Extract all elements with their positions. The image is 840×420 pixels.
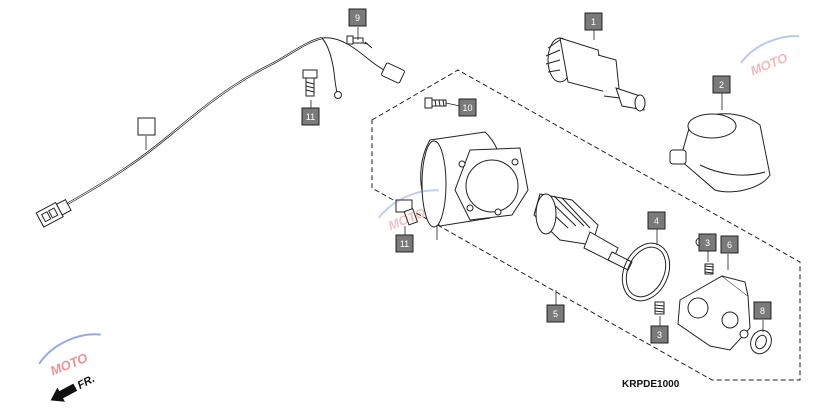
callout-label: 3 bbox=[657, 330, 662, 340]
callout-part-8: 8 bbox=[753, 301, 772, 320]
cover-2-drawing bbox=[669, 113, 771, 193]
watermark-text: MOTO bbox=[748, 50, 790, 78]
front-arrow-icon bbox=[50, 383, 78, 402]
callout-wire-harness bbox=[137, 117, 156, 136]
callout-part-1: 1 bbox=[584, 12, 603, 31]
callout-part-2: 2 bbox=[712, 75, 731, 94]
callout-part-4: 4 bbox=[647, 211, 666, 230]
diagram-code: KRPDE1000 bbox=[622, 379, 680, 390]
bolt-9-drawing bbox=[346, 35, 369, 45]
watermark-left: MOTO bbox=[38, 333, 101, 378]
callout-part-5: 5 bbox=[546, 304, 565, 323]
callout-label: 6 bbox=[727, 240, 732, 250]
washer-8-drawing bbox=[750, 329, 772, 355]
callout-label: 1 bbox=[591, 17, 596, 27]
brush-holder-6-drawing bbox=[677, 237, 751, 351]
bolt-11b-drawing bbox=[395, 199, 419, 226]
callout-label: 11 bbox=[306, 112, 315, 122]
spring-3a-drawing bbox=[704, 263, 714, 275]
starter-drive-1-drawing bbox=[545, 37, 646, 112]
callout-label: 3 bbox=[705, 238, 710, 248]
motor-yoke-drawing bbox=[420, 131, 529, 228]
front-arrow-label: FR. bbox=[76, 373, 97, 392]
watermark-text: MOTO bbox=[48, 350, 90, 378]
callout-part-3a: 3 bbox=[698, 233, 717, 252]
callout-label: 11 bbox=[400, 239, 409, 249]
callout-label: 5 bbox=[553, 309, 558, 319]
callout-label: 2 bbox=[719, 80, 724, 90]
callout-label: 8 bbox=[760, 306, 765, 316]
watermark-swoosh-icon bbox=[378, 189, 439, 219]
watermark-swoosh-icon bbox=[740, 35, 800, 64]
watermark-right: MOTO bbox=[740, 35, 800, 78]
callout-part-6: 6 bbox=[720, 235, 739, 254]
bolt-11a-drawing bbox=[302, 69, 318, 97]
bolt-10-drawing bbox=[424, 97, 447, 109]
callout-part-3b: 3 bbox=[650, 325, 669, 344]
spring-3b-drawing bbox=[654, 301, 665, 315]
watermark-swoosh-icon bbox=[38, 333, 101, 365]
callout-label: 10 bbox=[462, 103, 472, 113]
o-ring-4-drawing bbox=[621, 242, 671, 302]
callout-part-10: 10 bbox=[458, 98, 477, 117]
callout-label: 4 bbox=[654, 216, 659, 226]
assembly-boundary bbox=[371, 69, 801, 381]
wire-harness-drawing bbox=[35, 36, 405, 228]
callout-part-11a: 11 bbox=[301, 107, 320, 126]
callout-part-9: 9 bbox=[348, 8, 367, 27]
callout-part-11b: 11 bbox=[395, 234, 414, 253]
callout-label: 9 bbox=[355, 13, 360, 23]
armature-drawing bbox=[533, 193, 633, 271]
